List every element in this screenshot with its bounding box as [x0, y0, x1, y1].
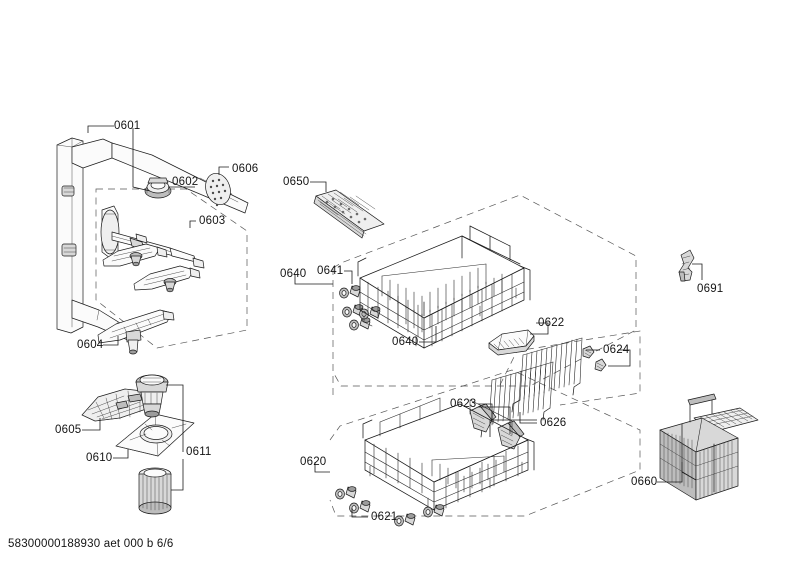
label-0640: 0640 [280, 268, 307, 280]
label-0650: 0650 [283, 176, 310, 188]
part-0611-micro-filter [135, 374, 172, 515]
dashed-region-0603 [95, 188, 248, 349]
dashed-region-0620 [329, 369, 641, 517]
label-0660: 0660 [631, 476, 658, 488]
label-0620: 0620 [300, 456, 327, 468]
holder-clip-2 [497, 420, 525, 450]
label-0601: 0601 [114, 120, 141, 132]
part-0603-upper-spray-arm [100, 205, 205, 293]
roller-3 [349, 317, 371, 331]
label-0605: 0605 [55, 424, 82, 436]
part-0660-cutlery-basket [659, 393, 759, 501]
dashed-region-0624 [499, 330, 641, 406]
label-0621: 0621 [371, 511, 398, 523]
part-0650-cup-rack [313, 189, 385, 239]
leader-0621 [351, 508, 368, 518]
leader-0611b [171, 459, 184, 491]
label-0610: 0610 [86, 452, 113, 464]
lower-roller-4 [423, 504, 445, 518]
leader-0623 [478, 403, 493, 420]
label-0641: 0641 [317, 265, 344, 277]
dashed-region-0640 [332, 194, 637, 387]
spray-arm-bearing-1 [129, 252, 143, 267]
part-0606-perforated-disc [205, 172, 231, 207]
leader-0606 [218, 166, 229, 175]
leader-0626b [489, 419, 537, 437]
label-0640-basket: 0640 [392, 336, 419, 348]
label-0611: 0611 [186, 446, 212, 458]
leader-0660 [657, 462, 683, 483]
leader-0640 [294, 274, 333, 285]
rack-clip-1 [582, 345, 595, 359]
part-0602-coupling [144, 177, 172, 199]
leader-0605 [82, 418, 101, 431]
label-0602: 0602 [172, 176, 199, 188]
part-0691-bracket [678, 249, 695, 282]
part-0610-flat-filter [115, 413, 195, 457]
spray-arm-bearing-2 [163, 278, 177, 293]
lower-roller-1 [335, 486, 357, 500]
part-0620-lower-basket [362, 397, 535, 511]
label-0622: 0622 [538, 317, 565, 329]
lower-roller-2 [349, 500, 371, 514]
roller-1 [339, 285, 361, 299]
label-0624: 0624 [603, 344, 630, 356]
leader-0623b [478, 406, 511, 434]
part-0604-lower-spray-arm [97, 309, 175, 355]
lower-roller-3 [394, 513, 416, 527]
label-0623: 0623 [450, 398, 477, 410]
leader-0691 [692, 263, 703, 280]
leader-0624b [608, 349, 631, 367]
label-0626: 0626 [540, 417, 567, 429]
leader-0640b [419, 326, 437, 343]
leader-0601b [132, 128, 151, 192]
leader-0641 [344, 270, 353, 284]
footer-document-code: 58300000188930 aet 000 b 6/6 [8, 538, 174, 550]
leader-0622 [530, 322, 549, 335]
leader-0604 [103, 336, 119, 346]
leader-0620 [314, 462, 330, 473]
part-0640-upper-basket [357, 225, 531, 349]
leader-0611 [166, 384, 184, 452]
part-0622-small-tray [488, 329, 535, 356]
label-0604: 0604 [77, 339, 104, 351]
leader-0626 [519, 412, 537, 424]
part-0624-rack-clips [582, 345, 607, 372]
leader-lines [82, 125, 703, 518]
dashed-group-regions [95, 188, 641, 517]
label-0691: 0691 [697, 283, 724, 295]
label-0603: 0603 [199, 215, 226, 227]
label-0606: 0606 [232, 163, 259, 175]
leader-0650 [310, 181, 327, 192]
part-0605-filter-cover [81, 388, 161, 422]
leader-0603 [189, 220, 196, 228]
rack-clip-2 [594, 358, 607, 372]
part-0621-rollers [335, 486, 445, 527]
leader-0610 [113, 449, 129, 459]
leader-0601 [87, 125, 114, 133]
part-0623-holder-clips [469, 403, 525, 450]
